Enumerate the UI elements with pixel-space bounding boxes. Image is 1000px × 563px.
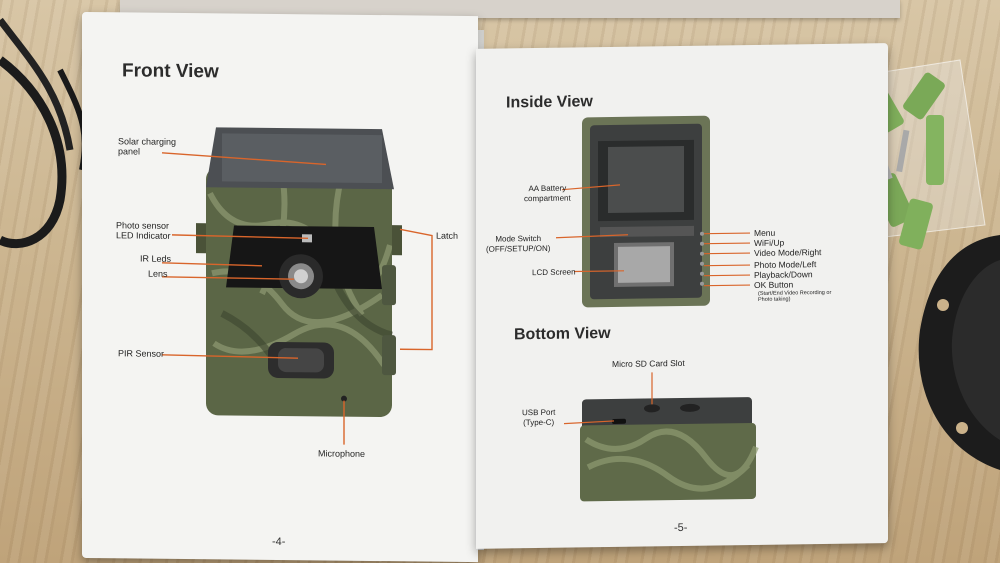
ok-button-note: (Start/End Video Recording or Photo taki…: [758, 289, 832, 303]
video-mode-right-label: Video Mode/Right: [754, 247, 822, 258]
usb-port-label: USB Port (Type-C): [522, 407, 556, 428]
micro-sd-slot-label: Micro SD Card Slot: [612, 357, 685, 369]
manual-page-left: Front View: [82, 11, 478, 563]
ir-leds-label: IR Leds: [140, 253, 172, 264]
pir-sensor-label: PIR Sensor: [118, 348, 165, 359]
microphone-label: Microphone: [318, 448, 366, 459]
manual-page-right: Inside View: [476, 43, 888, 549]
solar-panel-label: Solar charging panel: [118, 136, 177, 157]
wall-anchor: [862, 72, 945, 250]
battery-compartment-label: AA Battery compartment: [524, 183, 571, 204]
ok-button-label: OK Button: [754, 279, 794, 290]
bottom-view-title: Bottom View: [514, 324, 611, 344]
photo-sensor-label: Photo sensor LED Indicator: [116, 220, 171, 241]
front-view-camera: [161, 127, 433, 445]
page-number-right: -5-: [674, 521, 688, 535]
inside-view-camera: [555, 115, 759, 502]
lens-label: Lens: [148, 268, 168, 279]
playback-down-label: Playback/Down: [754, 269, 813, 280]
lcd-screen-label: LCD Screen: [532, 267, 576, 278]
latch-label: Latch: [436, 230, 459, 241]
menu-label: Menu: [754, 227, 776, 238]
mount-bracket: [918, 235, 1000, 470]
mode-switch-label: Mode Switch (OFF/SETUP/ON): [486, 233, 551, 254]
wifi-up-label: WiFi/Up: [754, 237, 785, 248]
page-number-left: -4-: [272, 535, 286, 549]
